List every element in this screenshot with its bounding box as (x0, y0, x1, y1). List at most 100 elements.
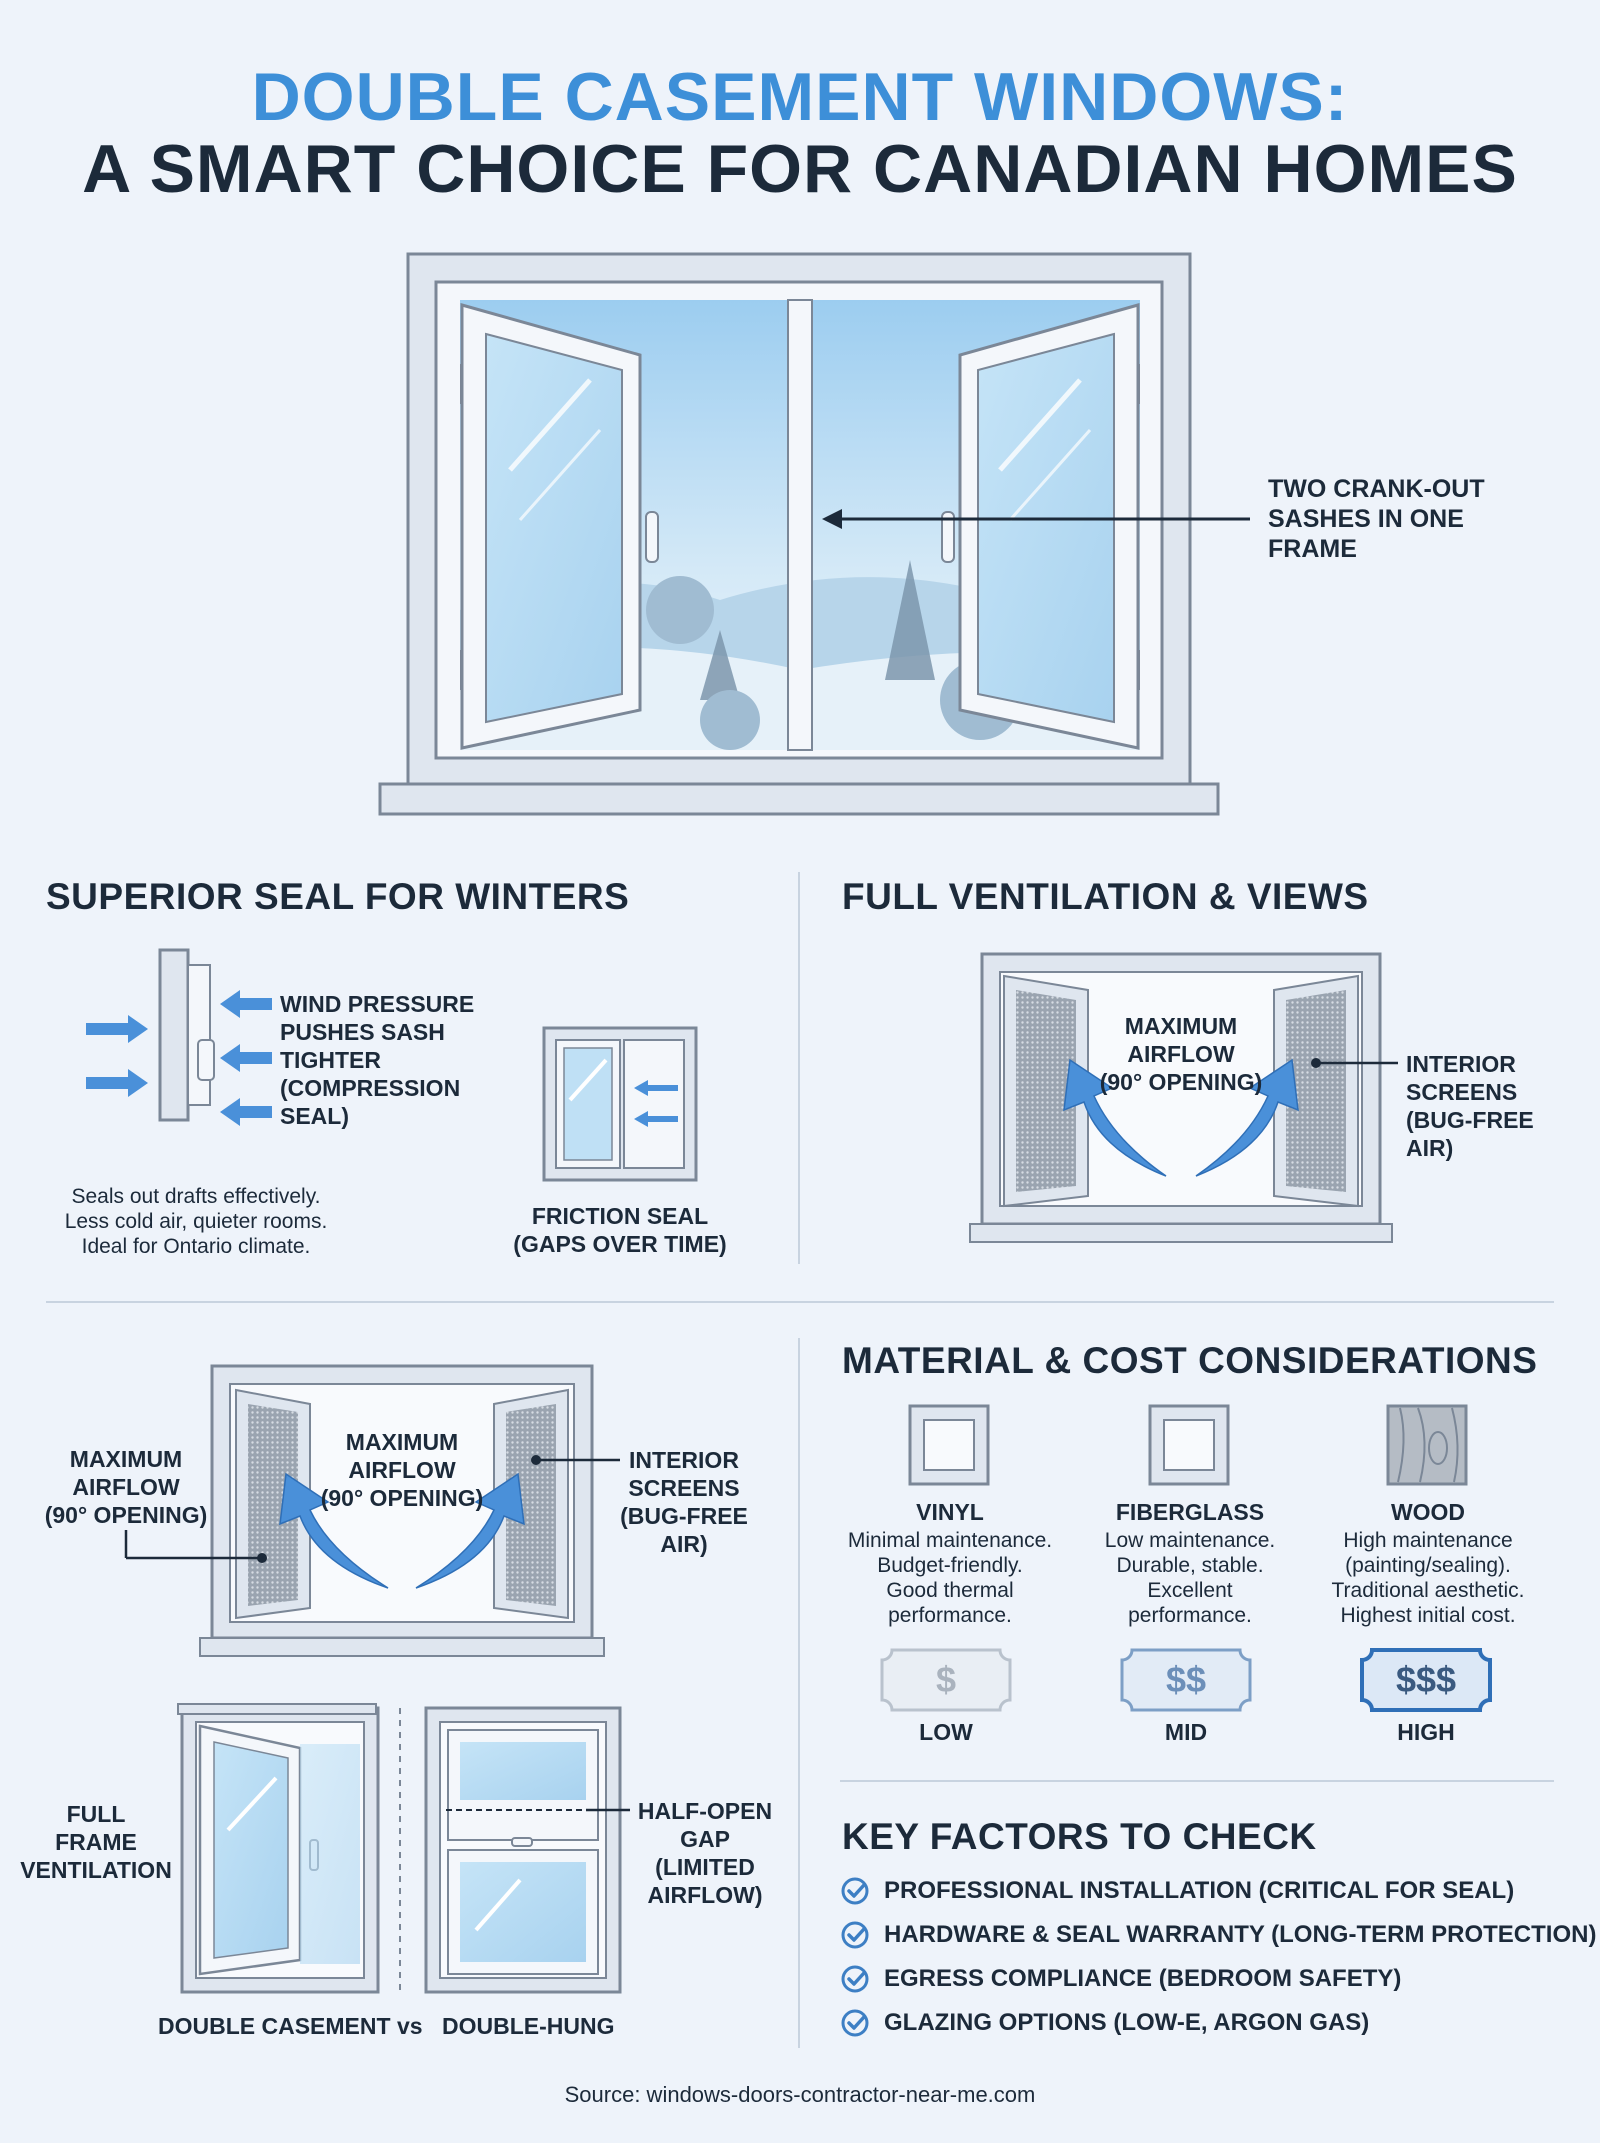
wind-pressure-label: WIND PRESSURE PUSHES SASH TIGHTER (COMPR… (280, 990, 474, 1130)
compare-right-line: (BUG-FREE AIR) (620, 1503, 748, 1557)
full-frame-line: FULL (66, 1801, 126, 1827)
compare-center-label: MAXIMUM AIRFLOW (90° OPENING) (312, 1428, 492, 1512)
compare-center-line: (90° OPENING) (320, 1485, 484, 1511)
compare-left-line: AIRFLOW (72, 1474, 180, 1500)
ventilation-max-airflow: MAXIMUM AIRFLOW (90° OPENING) (1090, 1012, 1272, 1096)
compare-right-label: INTERIOR SCREENS (BUG-FREE AIR) (598, 1446, 770, 1558)
compare-center-line: AIRFLOW (348, 1457, 456, 1483)
hero-callout-line: SASHES IN ONE (1268, 505, 1464, 533)
factor-text: EGRESS COMPLIANCE (BEDROOM SAFETY) (884, 1965, 1402, 1992)
wind-pressure-line: WIND PRESSURE (280, 991, 475, 1017)
cost-symbol-low: $ (935, 1659, 957, 1700)
material-desc-line: Highest initial cost. (1340, 1604, 1516, 1627)
materials-heading: MATERIAL & COST CONSIDERATIONS (842, 1340, 1538, 1381)
ventilation-max-airflow-line: (90° OPENING) (1099, 1069, 1263, 1095)
title-line-1: DOUBLE CASEMENT WINDOWS: (251, 59, 1349, 135)
seal-note-line: Seals out drafts effectively. (71, 1185, 321, 1208)
seal-note-line: Ideal for Ontario climate. (81, 1235, 311, 1258)
divider-horizontal (46, 1301, 1554, 1303)
hero-callout-line: FRAME (1268, 535, 1357, 563)
material-desc-line: Durable, stable. (1116, 1554, 1264, 1577)
wind-pressure-line: SEAL) (280, 1103, 349, 1129)
seal-note-line: Less cold air, quieter rooms. (64, 1210, 328, 1233)
seal-notes: Seals out drafts effectively. Less cold … (46, 1184, 346, 1259)
ventilation-screens-line: SCREENS (1406, 1079, 1518, 1105)
check-circle-icon (841, 1921, 869, 1949)
factor-text: GLAZING OPTIONS (LOW-E, ARGON GAS) (884, 2009, 1370, 2036)
half-open-line: AIRFLOW) (647, 1882, 763, 1908)
material-name-vinyl: VINYL (916, 1499, 984, 1525)
caption-double-casement: DOUBLE CASEMENT vs (158, 2013, 423, 2039)
ventilation-screens-line: AIR) (1406, 1135, 1454, 1161)
compare-center-line: MAXIMUM (345, 1429, 459, 1455)
compare-left-line: (90° OPENING) (44, 1502, 208, 1528)
material-desc-line: High maintenance (1343, 1529, 1513, 1552)
material-name-wood: WOOD (1390, 1499, 1466, 1525)
check-circle-icon (841, 1877, 869, 1905)
material-desc-line: Low maintenance. (1104, 1529, 1276, 1552)
cost-symbol-mid: $$ (1165, 1659, 1207, 1700)
material-desc-vinyl: Minimal maintenance. Budget-friendly. Go… (820, 1528, 1080, 1628)
factor-item: GLAZING OPTIONS (LOW-E, ARGON GAS) (840, 2008, 1596, 2038)
hero-callout-line: TWO CRANK-OUT (1268, 475, 1485, 503)
factor-item: EGRESS COMPLIANCE (BEDROOM SAFETY) (840, 1964, 1596, 1994)
friction-seal-label: FRICTION SEAL (GAPS OVER TIME) (500, 1202, 740, 1258)
compare-left-line: MAXIMUM (69, 1446, 183, 1472)
wind-pressure-line: PUSHES SASH (280, 1019, 445, 1045)
divider-vertical-bottom (798, 1338, 800, 2048)
wind-pressure-line: TIGHTER (280, 1047, 381, 1073)
compare-left-label: MAXIMUM AIRFLOW (90° OPENING) (40, 1445, 212, 1529)
material-desc-fiberglass: Low maintenance. Durable, stable. Excell… (1060, 1528, 1320, 1628)
cost-symbol-high: $$$ (1395, 1659, 1457, 1700)
check-circle-icon (841, 1965, 869, 1993)
compare-right-line: SCREENS (628, 1475, 740, 1501)
source-credit: Source: windows-doors-contractor-near-me… (564, 2082, 1036, 2107)
material-desc-wood: High maintenance (painting/sealing). Tra… (1298, 1528, 1558, 1628)
material-desc-line: Good thermal (886, 1579, 1014, 1602)
full-frame-line: FRAME (55, 1829, 137, 1855)
half-open-line: GAP (680, 1826, 730, 1852)
friction-seal-line: (GAPS OVER TIME) (513, 1231, 727, 1257)
compare-right-line: INTERIOR (629, 1447, 739, 1473)
half-open-label: HALF-OPEN GAP (LIMITED AIRFLOW) (630, 1797, 780, 1909)
half-open-line: HALF-OPEN (637, 1798, 773, 1824)
caption-double-hung: DOUBLE-HUNG (442, 2013, 615, 2039)
material-name-fiberglass: FIBERGLASS (1115, 1499, 1265, 1525)
factor-item: PROFESSIONAL INSTALLATION (CRITICAL FOR … (840, 1876, 1596, 1906)
half-open-line: (LIMITED (655, 1854, 755, 1880)
material-desc-line: performance. (888, 1604, 1012, 1627)
ventilation-screens-label: INTERIOR SCREENS (BUG-FREE AIR) (1406, 1050, 1534, 1162)
divider-horizontal-right (840, 1780, 1554, 1782)
seal-heading: SUPERIOR SEAL FOR WINTERS (46, 876, 630, 917)
friction-seal-line: FRICTION SEAL (531, 1203, 709, 1229)
ventilation-heading: FULL VENTILATION & VIEWS (842, 876, 1369, 917)
material-desc-line: Budget-friendly. (877, 1554, 1023, 1577)
factor-text: PROFESSIONAL INSTALLATION (CRITICAL FOR … (884, 1877, 1515, 1904)
factors-heading: KEY FACTORS TO CHECK (842, 1816, 1317, 1857)
material-desc-line: Traditional aesthetic. (1331, 1579, 1525, 1602)
ventilation-max-airflow-line: AIRFLOW (1127, 1041, 1235, 1067)
factor-item: HARDWARE & SEAL WARRANTY (LONG-TERM PROT… (840, 1920, 1596, 1950)
ventilation-screens-line: INTERIOR (1406, 1051, 1516, 1077)
material-desc-line: performance. (1128, 1604, 1252, 1627)
material-desc-line: (painting/sealing). (1345, 1554, 1511, 1577)
check-circle-icon (841, 2009, 869, 2037)
ventilation-max-airflow-line: MAXIMUM (1124, 1013, 1238, 1039)
material-desc-line: Minimal maintenance. (847, 1529, 1053, 1552)
wind-pressure-line: (COMPRESSION (280, 1075, 461, 1101)
material-desc-line: Excellent (1147, 1579, 1233, 1602)
hero-callout: TWO CRANK-OUT SASHES IN ONE FRAME (1268, 474, 1485, 564)
factor-text: HARDWARE & SEAL WARRANTY (LONG-TERM PROT… (884, 1921, 1597, 1948)
full-frame-label: FULL FRAME VENTILATION (16, 1800, 176, 1884)
title-line-2: A SMART CHOICE FOR CANADIAN HOMES (82, 131, 1518, 207)
cost-label-low: LOW (919, 1719, 973, 1745)
ventilation-screens-line: (BUG-FREE (1406, 1107, 1534, 1133)
factors-list: PROFESSIONAL INSTALLATION (CRITICAL FOR … (840, 1876, 1596, 2038)
full-frame-line: VENTILATION (20, 1857, 172, 1883)
